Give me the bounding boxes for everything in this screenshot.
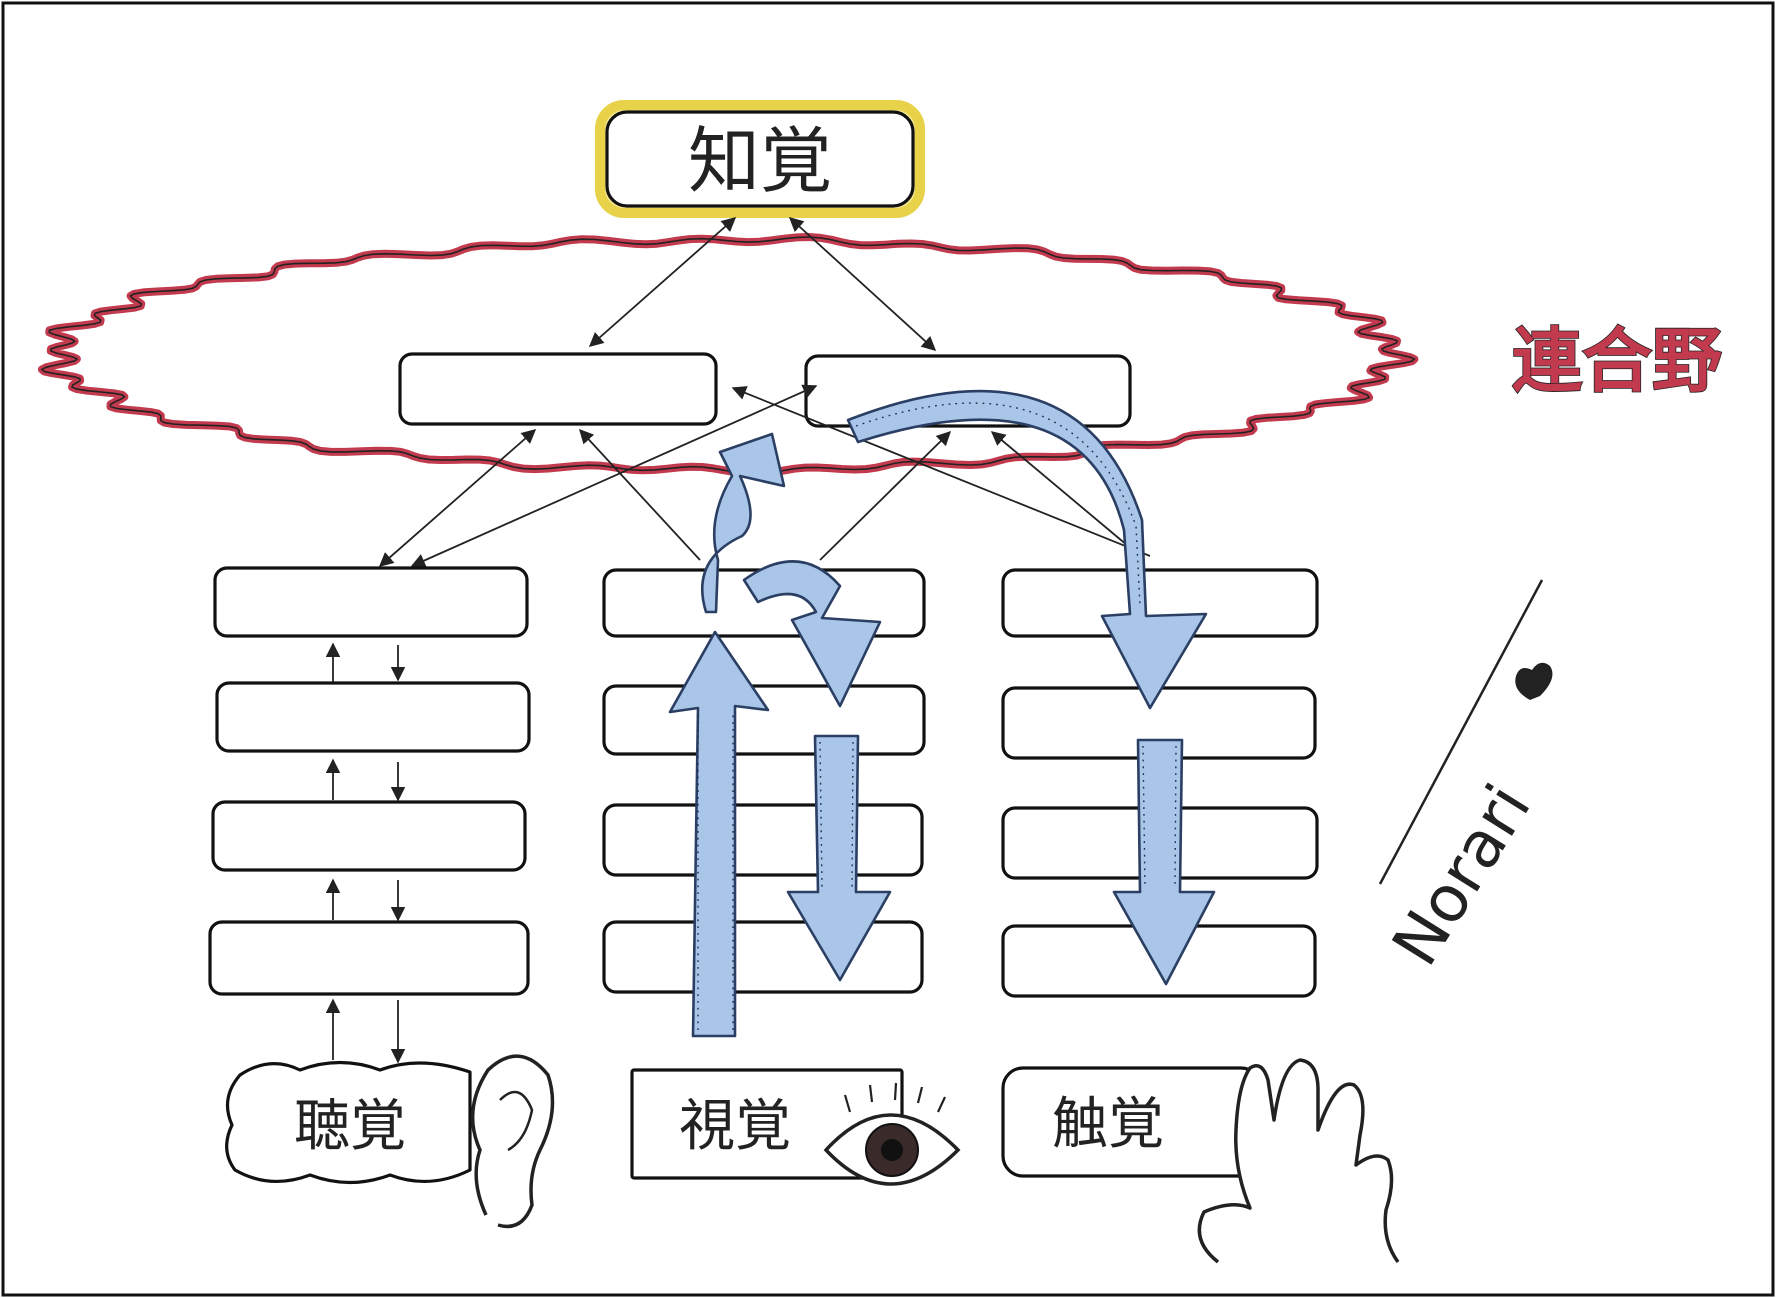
- sense-hearing: 聴覚: [225, 1054, 555, 1229]
- flow-arrow-vision-up: [668, 630, 770, 1038]
- vision-layer-2: [602, 684, 926, 756]
- heart-icon: [1515, 662, 1553, 700]
- hearing-layer-4: [208, 920, 530, 996]
- vision-layer-3: [602, 803, 924, 877]
- flow-arrows: [668, 389, 1216, 1038]
- association-area-oval-outline: [40, 236, 1416, 475]
- flow-arrow-vision-loop: [701, 432, 786, 614]
- arrow-touch-to-assoc-left: [731, 386, 1151, 557]
- eye-icon: [823, 1082, 961, 1186]
- arrow-hearing-to-assoc-right: [410, 384, 818, 568]
- association-box-left: [398, 352, 718, 426]
- association-area-label: 連合野: [1512, 320, 1722, 402]
- arrow-perception-right: [788, 217, 937, 351]
- flow-arrow-vision-down: [786, 734, 892, 982]
- hearing-layer-1: [213, 566, 529, 638]
- sense-touch: 触覚: [1001, 1058, 1400, 1264]
- hearing-box: [225, 1060, 472, 1185]
- perception-label: 知覚: [688, 119, 832, 203]
- arrow-touch-to-assoc-right: [990, 431, 1141, 557]
- hand-icon: [1197, 1058, 1400, 1264]
- hearing-column: [208, 566, 531, 1064]
- ear-icon: [470, 1054, 555, 1229]
- vision-label: 視覚: [679, 1094, 791, 1159]
- touch-column: [1001, 568, 1319, 998]
- flow-arrow-touch-down: [1112, 738, 1216, 986]
- hearing-layer-3: [211, 800, 527, 872]
- arrow-vision-to-assoc-right: [819, 430, 952, 561]
- ear-icon-detail: [499, 1090, 534, 1152]
- perception-node: 知覚: [595, 100, 925, 218]
- sense-vision: 視覚: [630, 1068, 961, 1186]
- flow-hatch: [855, 402, 1141, 607]
- touch-label: 触覚: [1052, 1092, 1164, 1157]
- hearing-label: 聴覚: [294, 1094, 406, 1159]
- perception-box: [605, 110, 915, 208]
- hearing-layer-2: [215, 681, 531, 753]
- arrow-vision-to-assoc-left: [579, 428, 701, 561]
- signature-line: [1378, 579, 1544, 885]
- arrow-perception-left: [588, 217, 737, 347]
- flow-arrow-vision-loop-return: [742, 560, 882, 708]
- flow-arrow-touch-curve: [846, 389, 1208, 710]
- vision-layer-4: [602, 920, 924, 994]
